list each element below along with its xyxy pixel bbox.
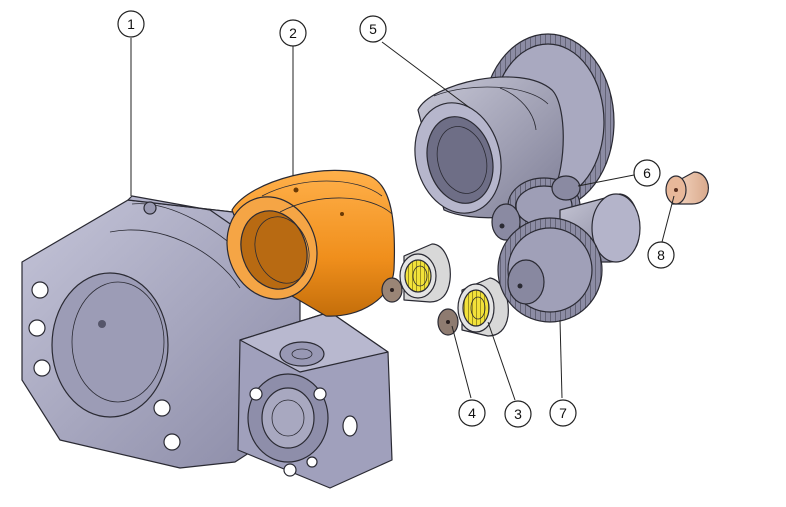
callout-8: 8 bbox=[647, 241, 675, 269]
thrust-washer-upper bbox=[381, 277, 403, 303]
sleeve-bushing-part bbox=[226, 169, 396, 317]
callout-label: 1 bbox=[127, 16, 135, 32]
callout-label: 3 bbox=[514, 406, 522, 422]
bushing-plug-part bbox=[665, 171, 709, 205]
leader-4 bbox=[451, 325, 472, 399]
leader-lines bbox=[130, 38, 675, 401]
ring-gear-hub-part bbox=[414, 33, 615, 219]
leader-3 bbox=[487, 321, 516, 401]
thrust-washer-part bbox=[437, 308, 459, 336]
callout-label: 4 bbox=[468, 405, 476, 421]
callout-4: 4 bbox=[458, 399, 486, 427]
leader-7 bbox=[559, 319, 563, 399]
housing-bore bbox=[51, 272, 169, 418]
leader-8 bbox=[661, 195, 675, 243]
housing-part bbox=[21, 195, 393, 489]
shaft-gear-part bbox=[497, 193, 641, 323]
callout-5: 5 bbox=[359, 15, 387, 43]
callout-6: 6 bbox=[633, 159, 661, 187]
callout-2: 2 bbox=[279, 19, 307, 47]
leader-5 bbox=[381, 41, 471, 109]
callout-7: 7 bbox=[549, 399, 577, 427]
callout-label: 5 bbox=[369, 21, 377, 37]
callout-1: 1 bbox=[117, 10, 145, 38]
callout-label: 7 bbox=[559, 405, 567, 421]
leader-6 bbox=[577, 174, 635, 187]
callout-label: 2 bbox=[289, 25, 297, 41]
callout-label: 6 bbox=[643, 165, 651, 181]
needle-bearing-part bbox=[457, 277, 509, 337]
callout-3: 3 bbox=[504, 400, 532, 428]
needle-bearing-upper bbox=[399, 243, 451, 303]
flange-bolt-holes bbox=[28, 201, 181, 451]
callout-label: 8 bbox=[657, 247, 665, 263]
